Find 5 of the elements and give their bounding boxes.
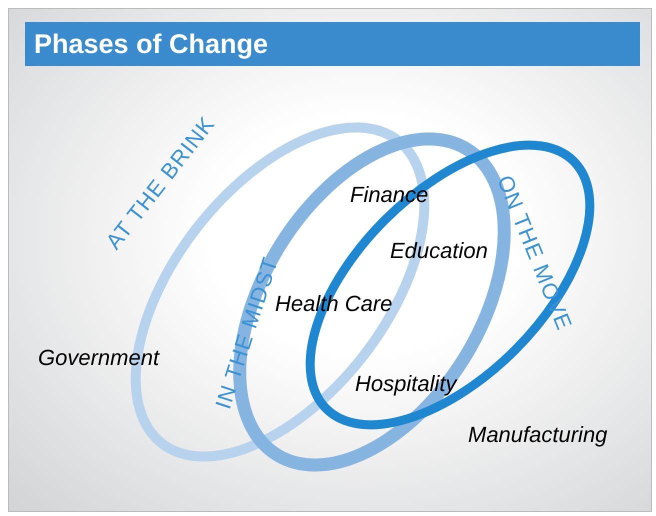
industry-label: Government: [38, 345, 160, 371]
industry-label: Education: [390, 238, 488, 264]
title-bar: Phases of Change: [25, 22, 640, 66]
industry-label: Hospitality: [355, 371, 456, 397]
industry-label: Manufacturing: [468, 422, 608, 448]
